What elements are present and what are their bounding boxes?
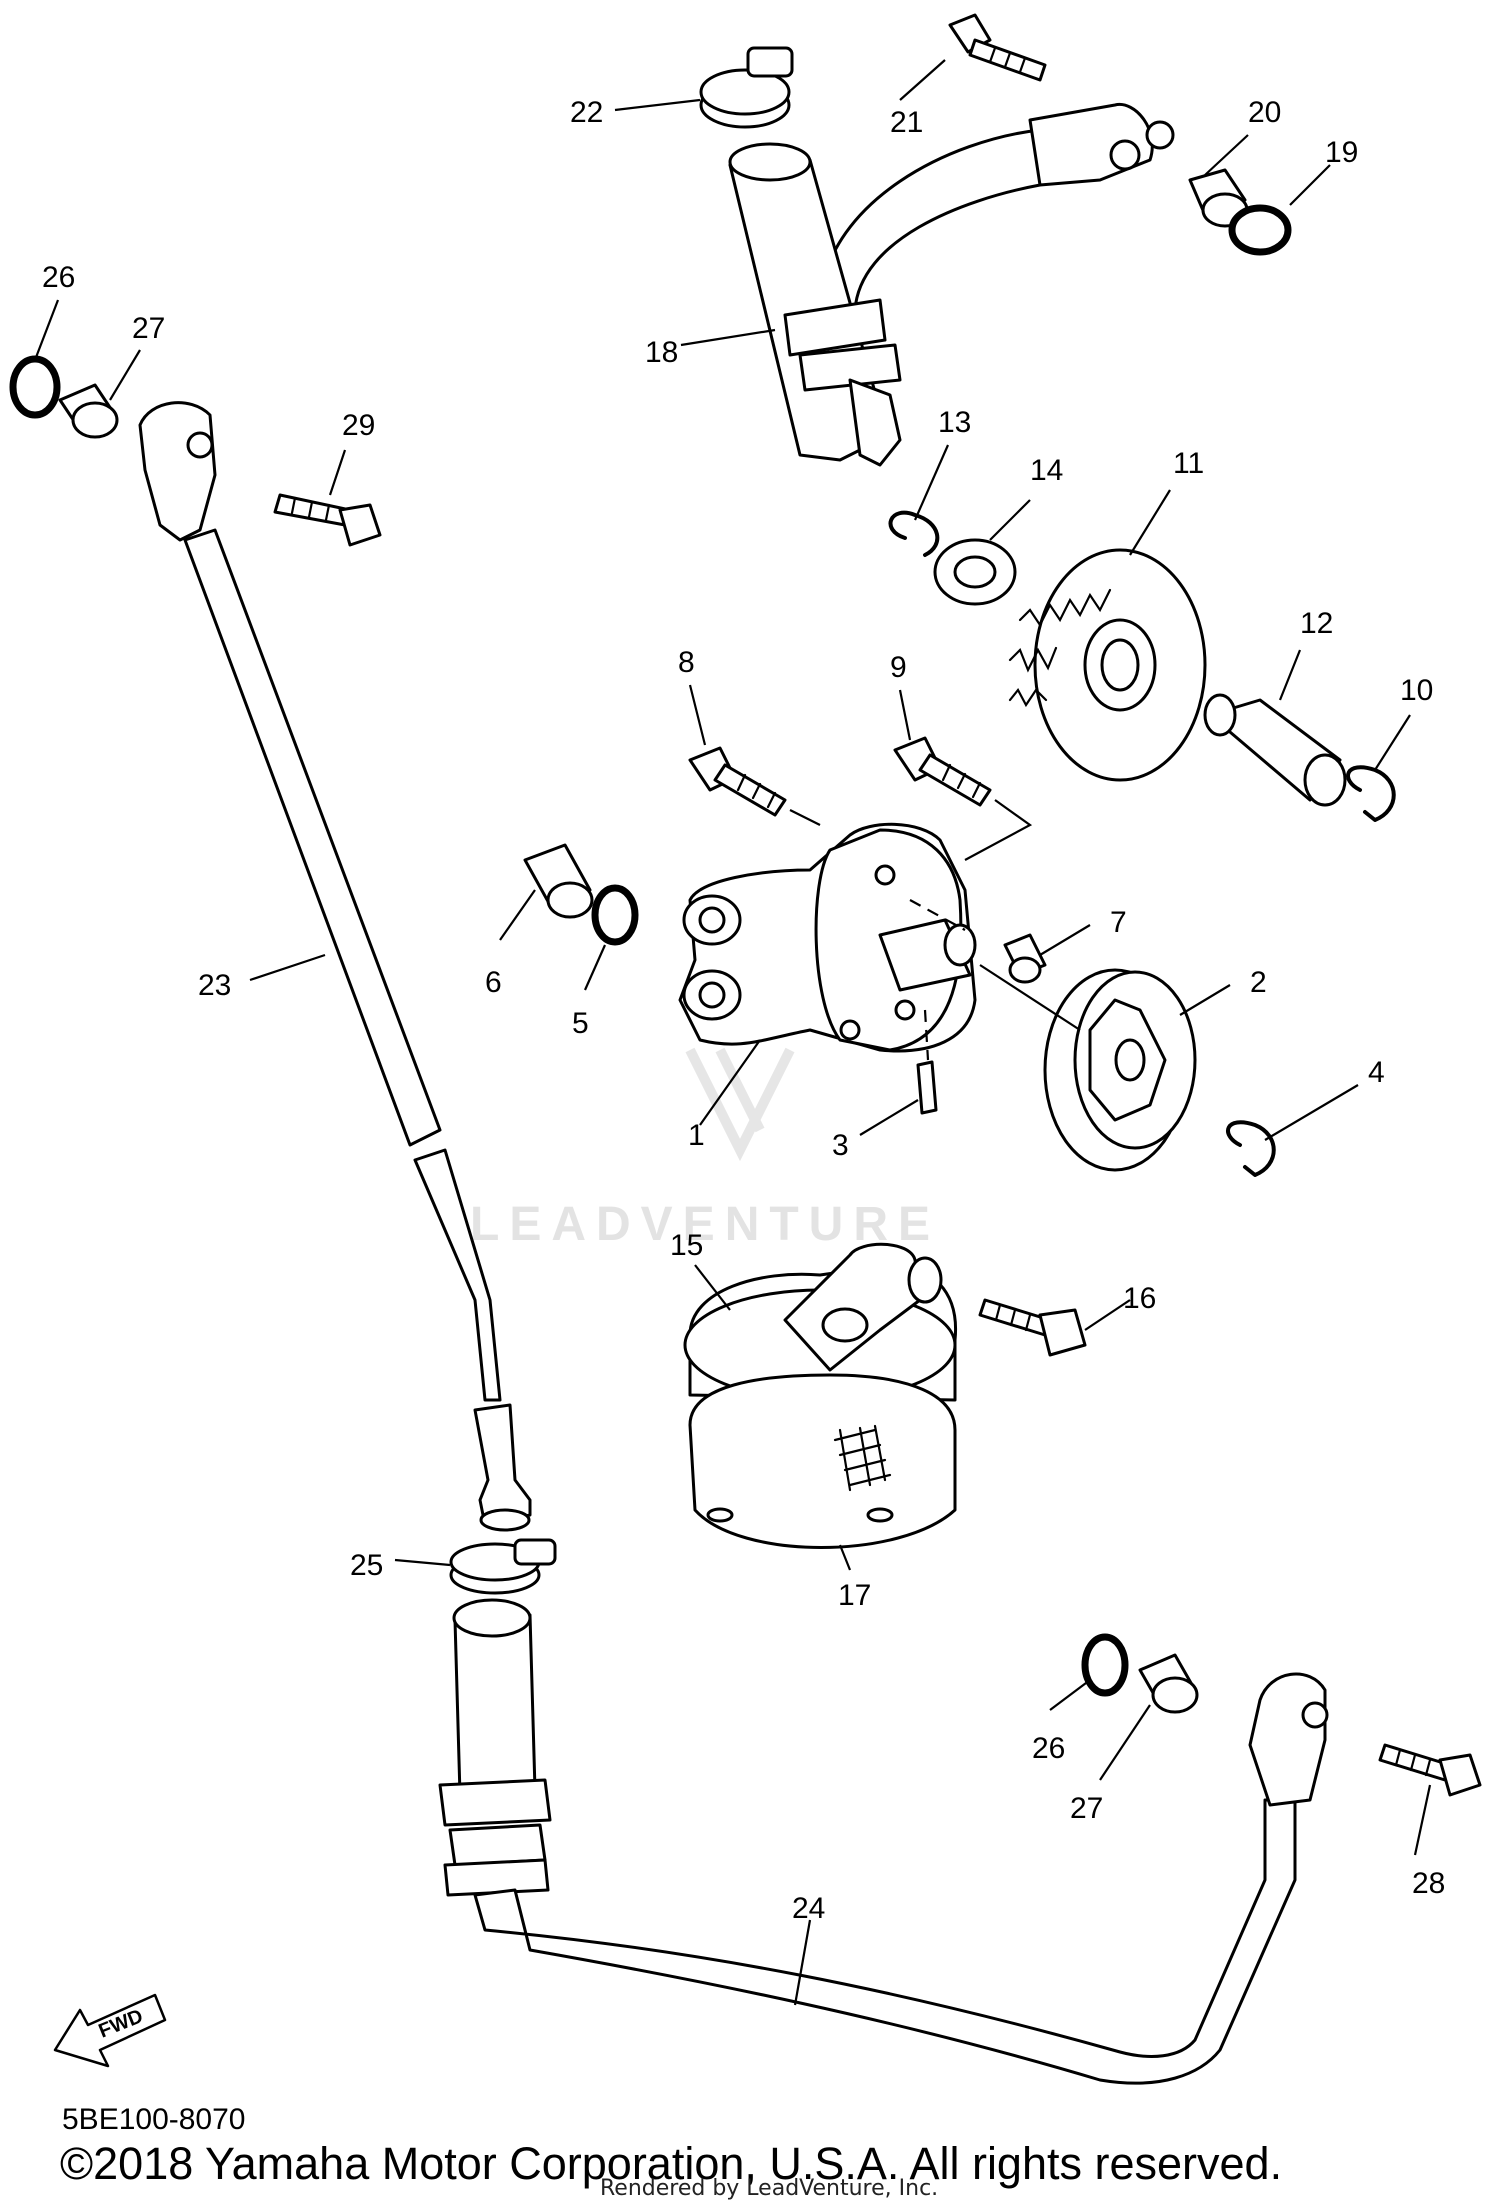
bolt-21[interactable] [948,13,1047,82]
callout-18: 18 [645,336,678,369]
banjo-fitting-right[interactable] [1248,1672,1329,1807]
callout-10: 10 [1400,674,1433,707]
callout-16: 16 [1123,1282,1156,1315]
diagram-code: 5BE100-8070 [62,2103,246,2136]
o-ring-26-left[interactable] [9,355,61,419]
callout-1: 1 [688,1119,705,1152]
oil-hose-23[interactable] [183,528,532,1532]
callout-29: 29 [342,409,375,442]
callout-6: 6 [485,966,502,999]
shaft-12[interactable] [1203,693,1347,807]
oil-tube-24[interactable] [438,1598,1297,2085]
collar-27-right[interactable] [1138,1653,1199,1714]
callout-28: 28 [1412,1867,1445,1900]
rotor-2[interactable] [1043,968,1197,1172]
callout-8: 8 [678,646,695,679]
callout-4: 4 [1368,1056,1385,1089]
callout-24: 24 [792,1892,825,1925]
callout-20: 20 [1248,96,1281,129]
callout-27-right: 27 [1070,1792,1103,1825]
bolt-8[interactable] [688,746,787,817]
callout-21: 21 [890,106,923,139]
bolt-29[interactable] [273,493,382,547]
fwd-arrow-icon: FWD [53,1993,167,2068]
callout-3: 3 [832,1129,849,1162]
callout-11: 11 [1173,447,1204,480]
rendered-by-credit: Rendered by LeadVenture, Inc. [600,2176,939,2201]
washer-14[interactable] [933,538,1017,606]
callout-26-left: 26 [42,261,75,294]
callout-5: 5 [572,1007,589,1040]
callout-13: 13 [938,406,971,439]
collar-6[interactable] [523,843,594,919]
callout-27-left: 27 [132,312,165,345]
callout-26-right: 26 [1032,1732,1065,1765]
hose-clamp-top[interactable] [699,46,794,129]
circlip-13[interactable] [888,510,940,557]
strainer-cover-15[interactable] [683,1242,958,1402]
callout-25: 25 [350,1549,383,1582]
callout-15: 15 [670,1229,703,1262]
bolt-9[interactable] [893,736,992,807]
callout-14: 14 [1030,454,1063,487]
callout-7: 7 [1110,906,1127,939]
o-ring-26-right[interactable] [1081,1633,1129,1697]
o-ring-19[interactable] [1228,204,1292,256]
strainer-screen-17[interactable] [688,1373,957,1549]
callout-17: 17 [838,1579,871,1612]
bolt-28[interactable] [1378,1743,1482,1797]
o-ring-5[interactable] [591,884,639,946]
dowel-7[interactable] [1003,933,1047,984]
callout-23: 23 [198,969,231,1002]
oil-pump-body-1[interactable] [678,822,977,1053]
gear-11[interactable] [1008,548,1207,782]
bolt-16[interactable] [978,1298,1087,1357]
watermark-logo [685,1047,795,1162]
collar-27-left[interactable] [58,383,119,439]
pin-3[interactable] [916,1060,938,1115]
copyright-notice: ©2018 Yamaha Motor Corporation, U.S.A. A… [60,2138,1283,2189]
callout-19: 19 [1325,136,1358,169]
watermark-text: LEADVENTURE [470,1198,940,1251]
callout-22: 22 [570,96,603,129]
banjo-fitting-left[interactable] [138,401,217,542]
circlip-4[interactable] [1226,1120,1276,1177]
callout-2: 2 [1250,966,1267,999]
circlip-10[interactable] [1346,765,1396,822]
oil-tube-upper[interactable] [728,103,1175,467]
hose-clamp-lower[interactable] [449,1538,557,1595]
callout-9: 9 [890,651,907,684]
callout-12: 12 [1300,607,1333,640]
